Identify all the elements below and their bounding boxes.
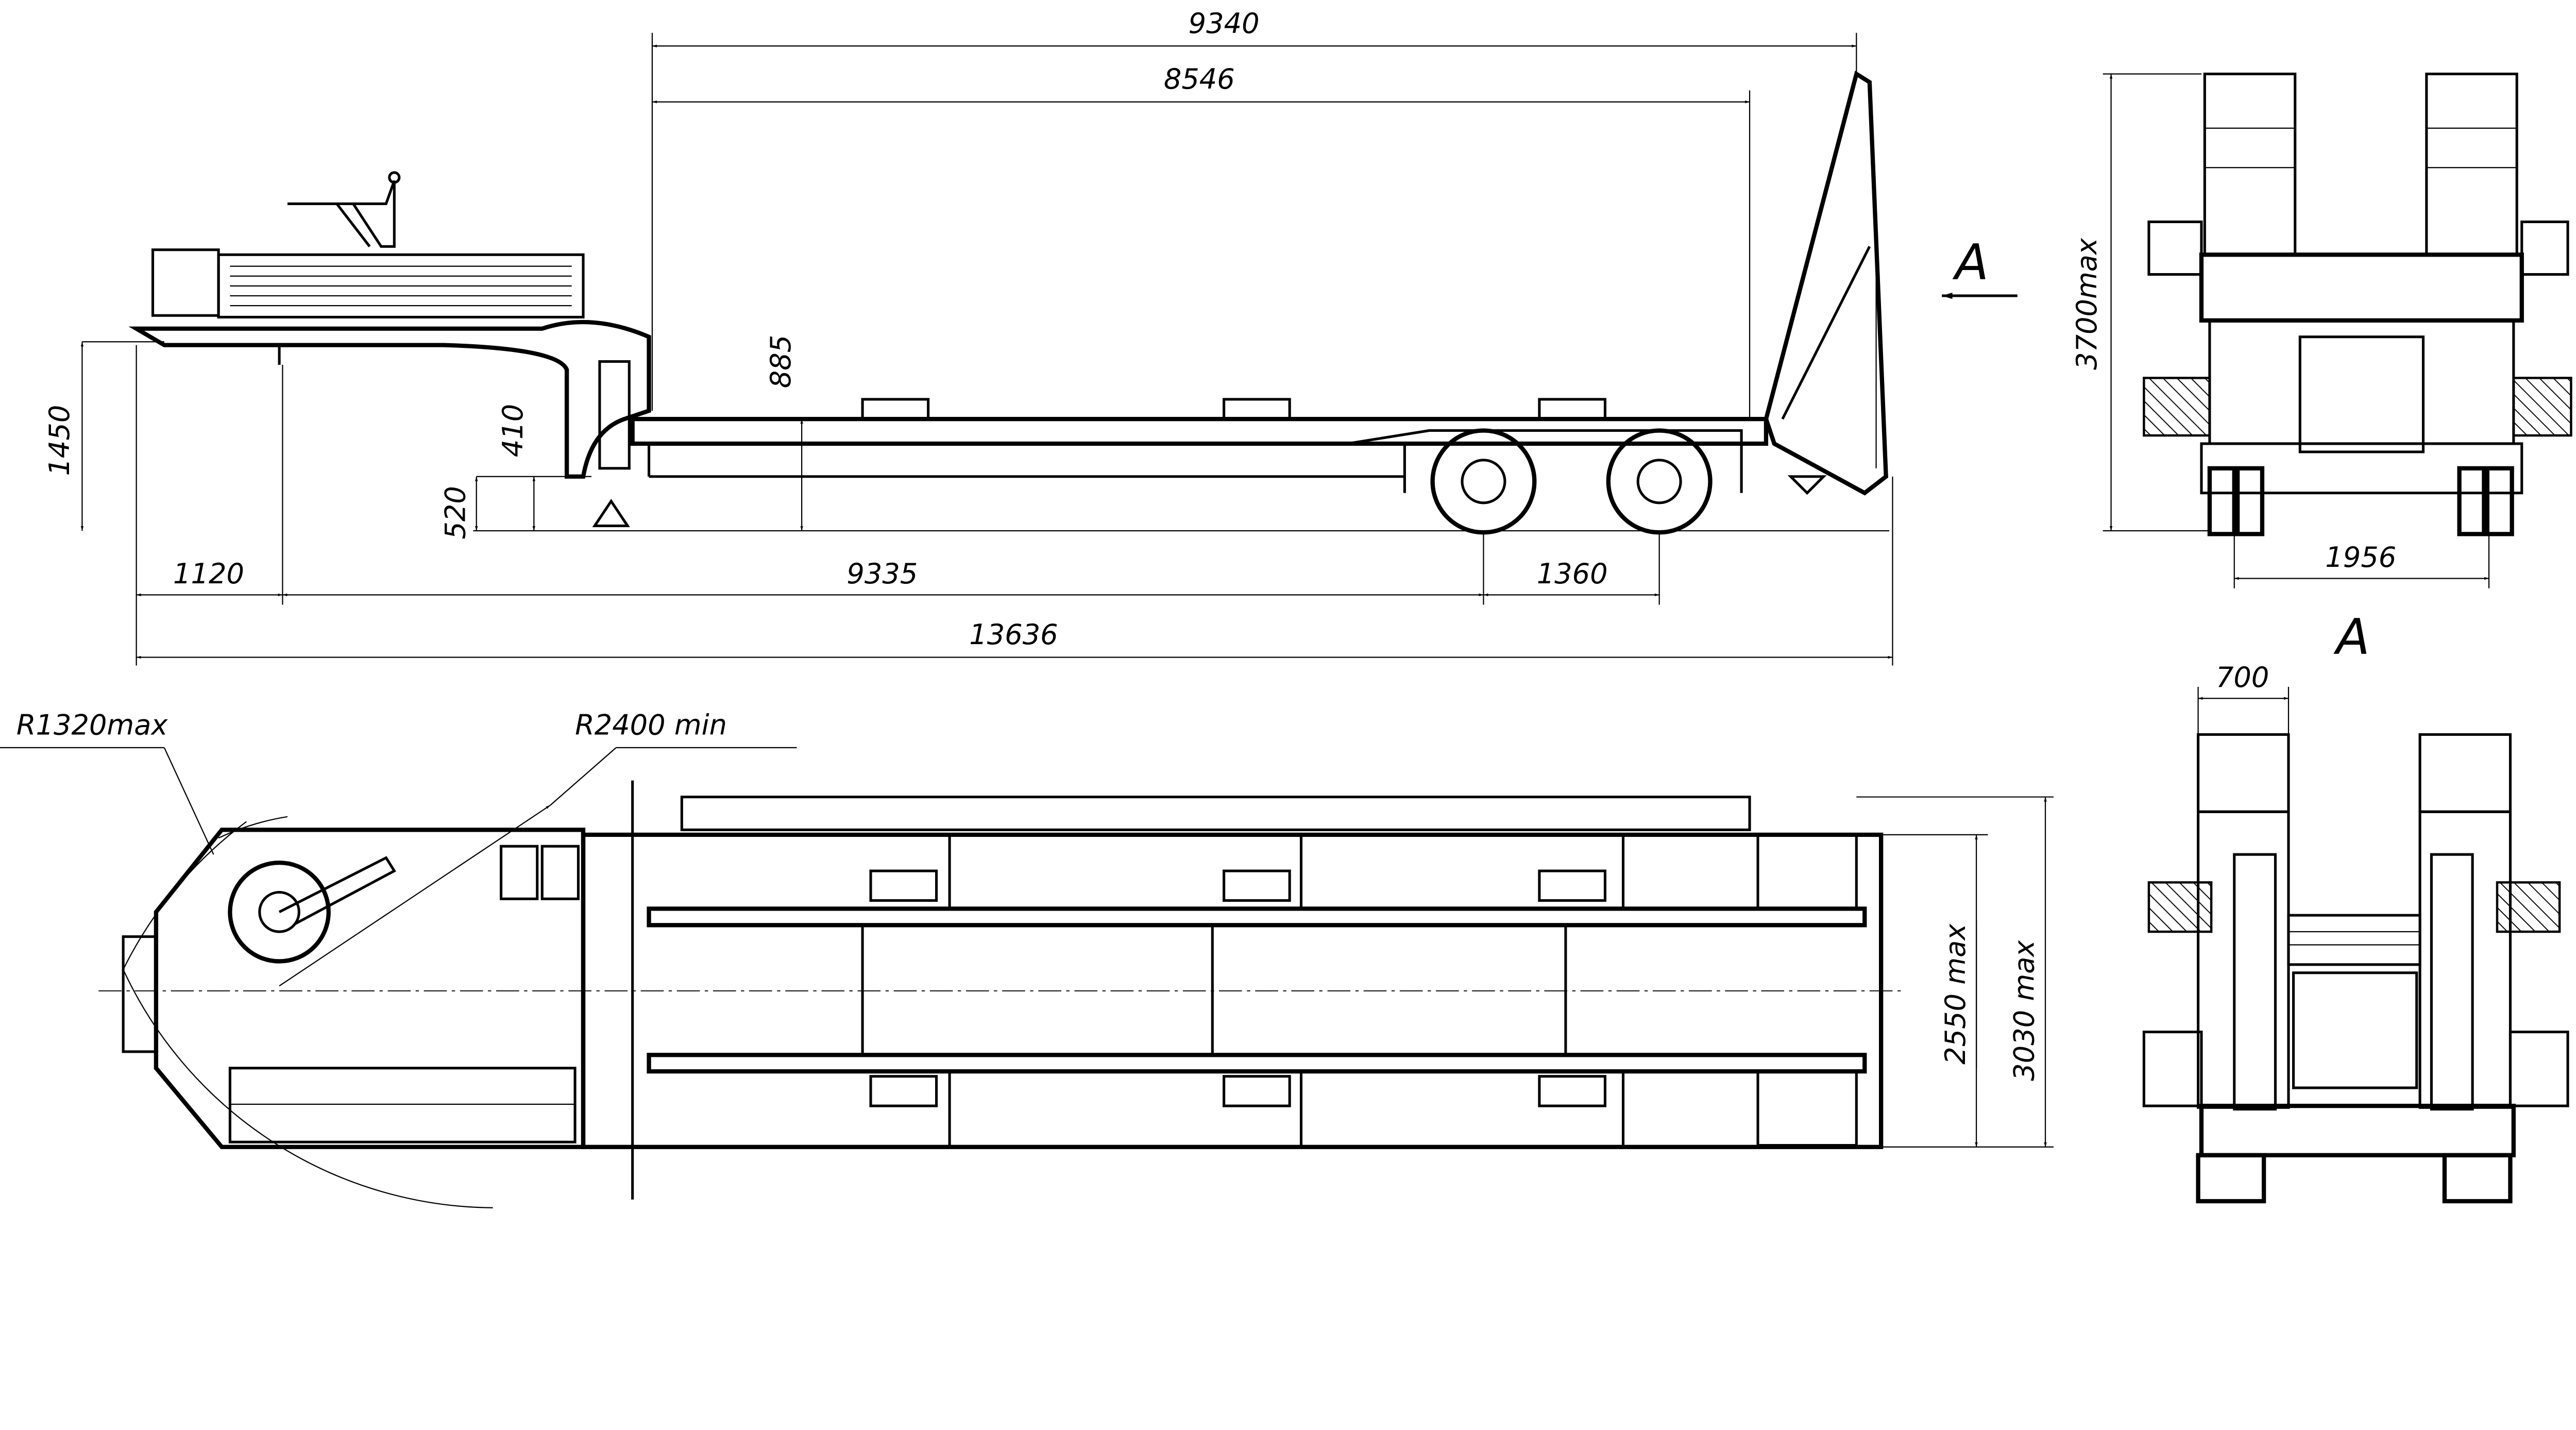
rear-view: A 700 <box>2142 608 2569 1204</box>
front-view: 3700max 1956 <box>2071 72 2572 588</box>
dim-1360: 1360 <box>1537 558 1608 590</box>
dim-885: 885 <box>765 335 797 388</box>
dim-1956: 1956 <box>2325 541 2396 574</box>
dim-2550max: 2550 max <box>1939 923 1972 1065</box>
dim-3030max: 3030 max <box>2008 940 2041 1081</box>
plan-view: R1320max R2400 min 2550 max 3030 max <box>0 709 2054 1208</box>
dim-520: 520 <box>439 486 471 539</box>
dim-r2400min: R2400 min <box>575 709 727 741</box>
dim-8546: 8546 <box>1164 63 1235 95</box>
dim-410: 410 <box>497 404 529 457</box>
dim-3700max: 3700max <box>2071 238 2103 370</box>
dim-9340: 9340 <box>1189 7 1260 40</box>
dim-r1320max: R1320max <box>16 709 168 741</box>
side-view: 9340 8546 1450 410 520 885 1120 9335 136… <box>43 7 2018 666</box>
dim-1450: 1450 <box>43 405 76 476</box>
view-marker-a: A <box>1952 233 1989 291</box>
dim-700: 700 <box>2216 661 2269 694</box>
technical-drawing: 9340 8546 1450 410 520 885 1120 9335 136… <box>0 7 2572 1208</box>
dim-1120: 1120 <box>173 558 244 590</box>
dim-9335: 9335 <box>846 558 918 590</box>
trailer-side-outline <box>128 70 1888 535</box>
dim-13636: 13636 <box>969 618 1058 651</box>
rear-view-title: A <box>2333 608 2369 666</box>
